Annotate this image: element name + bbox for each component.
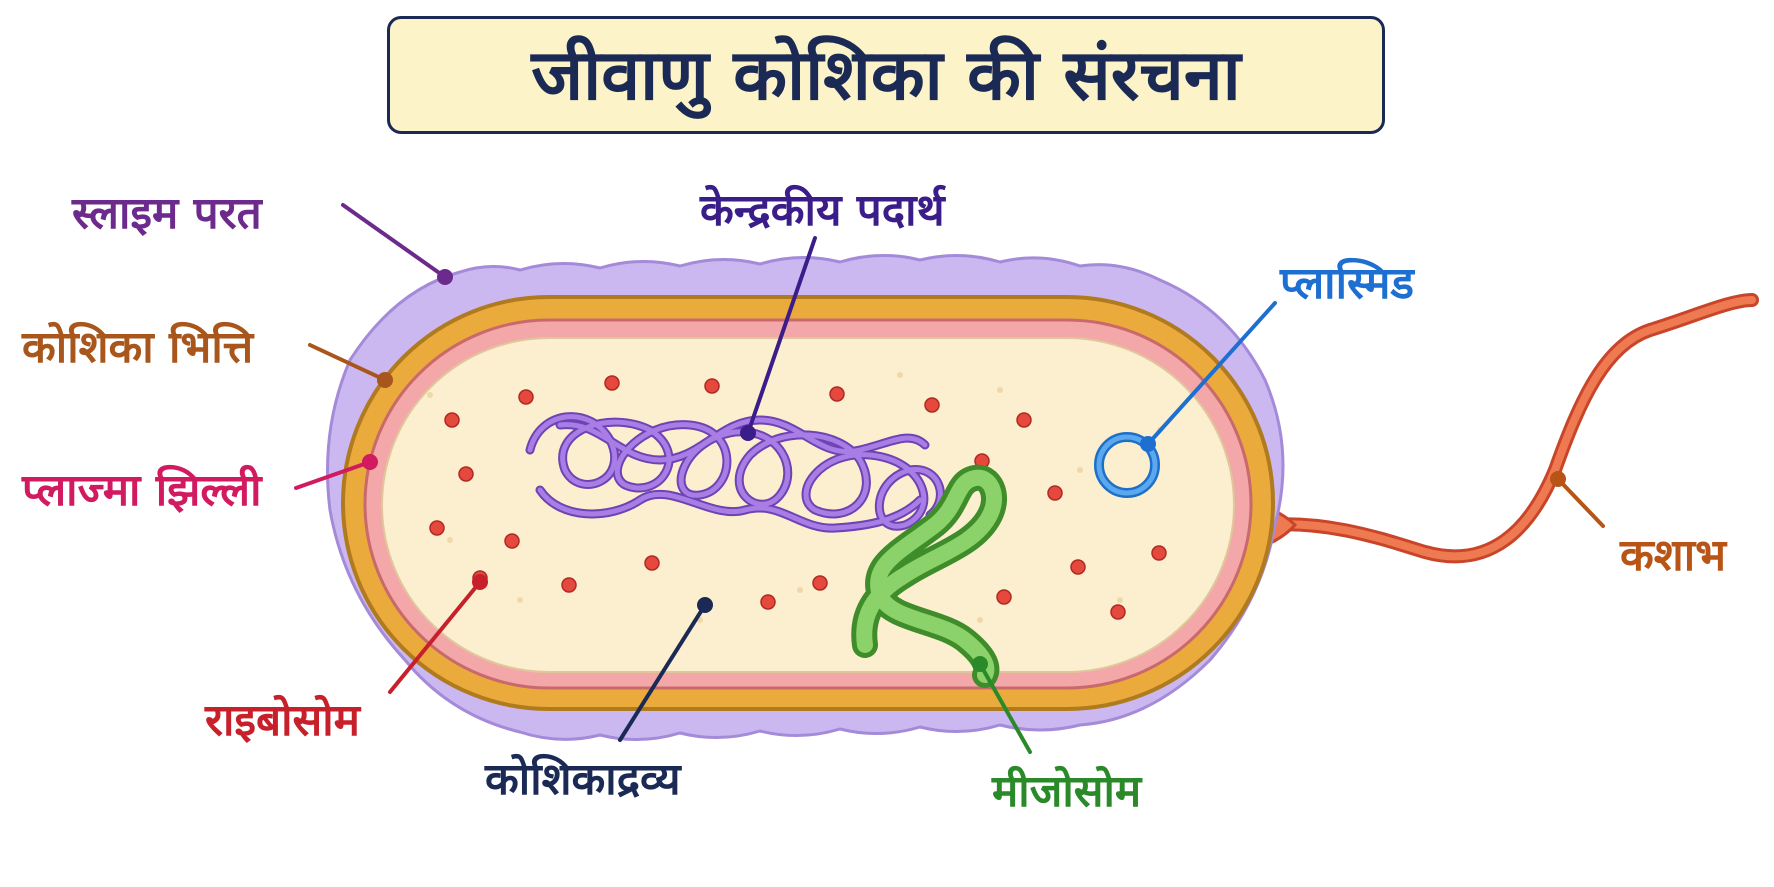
leader-ribosome (388, 580, 482, 694)
leader-slime-layer (341, 203, 447, 279)
label-slime-layer: स्लाइम परत (71, 188, 264, 239)
flagellum (1246, 293, 1759, 564)
leader-nucleoid (746, 236, 817, 435)
label-plasma-membrane: प्लाज्मा झिल्ली (21, 464, 263, 516)
label-cell-wall: कोशिका भित्ति (21, 321, 255, 373)
leader-plasmid (1146, 301, 1277, 446)
nucleoid (525, 412, 945, 533)
mesosome (851, 464, 1007, 688)
label-cytoplasm: कोशिकाद्रव्य (484, 753, 682, 805)
ribosomes (429, 375, 1167, 620)
label-flagellum: कशाभ (1619, 530, 1728, 581)
label-plasmid: प्लास्मिड (1279, 257, 1415, 309)
leader-plasma-membrane (294, 460, 372, 490)
leader-flagellum (1556, 477, 1605, 528)
leader-lines (294, 203, 1605, 754)
label-ribosome: राइबोसोम (204, 694, 362, 746)
diagram-title: जीवाणु कोशिका की संरचना (531, 34, 1241, 116)
plasmid (1094, 432, 1160, 498)
title-box: जीवाणु कोशिका की संरचना (387, 16, 1385, 134)
label-mesosome: मीजोसोम (991, 765, 1143, 817)
leader-cytoplasm (618, 603, 707, 742)
leader-dots (362, 269, 1566, 672)
leader-cell-wall (308, 343, 387, 382)
leader-mesosome (978, 662, 1032, 754)
label-nucleoid: केन्द्रकीय पदार्थ (699, 184, 947, 236)
